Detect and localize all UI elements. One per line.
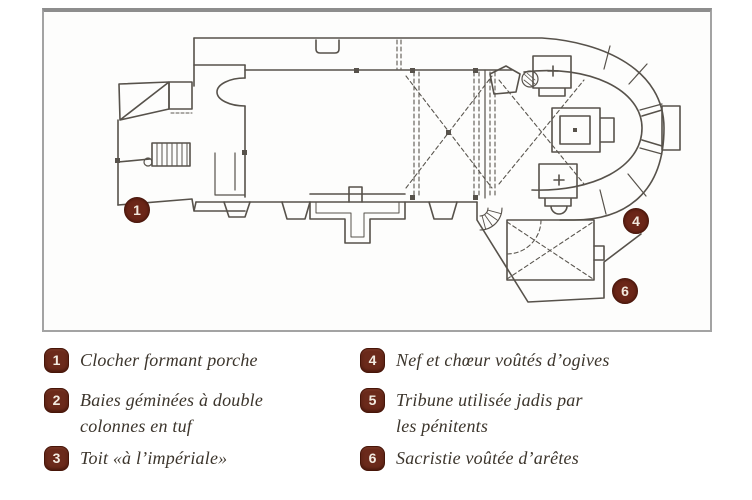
legend-label-1: Clocher formant porche (80, 350, 258, 370)
stair-fan-treads (481, 209, 502, 230)
apse-radials (599, 45, 663, 215)
tower-inner-room (214, 152, 246, 196)
south-porch-tab (348, 186, 363, 203)
legend-badge-3: 3 (44, 446, 69, 471)
legend-label-5: Tribune utilisée jadis par les pénitents (396, 390, 583, 436)
apse-inner-arc (523, 69, 643, 191)
plan-badge-4: 4 (623, 208, 649, 234)
stair-fan-arcs (479, 207, 503, 231)
legend-label-6: Sacristie voûtée d’arêtes (396, 448, 579, 468)
outer-wall-north-apse (193, 37, 665, 221)
tower-upper-room (118, 81, 170, 121)
altar-blocks (551, 107, 615, 153)
east-chapel (641, 105, 681, 151)
south-porch-outline (309, 193, 406, 244)
pulpit-pentagon (489, 65, 521, 95)
dashed-ogives (170, 39, 594, 280)
buttresses (223, 201, 458, 220)
chapel-north (532, 55, 572, 97)
plan-badge-6: 6 (612, 278, 638, 304)
west-niche-arc (216, 77, 246, 107)
legend-label-4: Nef et chœur voûtés d’ogives (396, 350, 610, 370)
tower-square-room (168, 81, 193, 110)
plan-badge-1: 1 (124, 197, 150, 223)
legend-item-2: 2 Baies géminées à double colonnes en tu… (44, 387, 263, 439)
sacristy-groin-vault (506, 221, 594, 280)
sacristy-bump (593, 245, 605, 261)
altar-dot (573, 128, 577, 132)
tower-stair-outline (151, 142, 191, 167)
legend-badge-1: 1 (44, 348, 69, 373)
ogive-x-choir (498, 79, 585, 185)
pier-circle (521, 70, 539, 88)
legend-item-5: 5 Tribune utilisée jadis par les péniten… (360, 387, 583, 439)
legend-badge-5: 5 (360, 388, 385, 413)
legend-badge-2: 2 (44, 388, 69, 413)
legend-item-1: 1 Clocher formant porche (44, 347, 258, 373)
stair-newel (143, 157, 153, 167)
floor-plan-panel: 1 4 6 (42, 8, 712, 332)
south-porch-inner (315, 201, 400, 238)
chapel-south (538, 163, 578, 215)
southeast-envelope (476, 201, 642, 303)
legend-badge-4: 4 (360, 348, 385, 373)
ogive-x-nave (405, 75, 493, 189)
pier-hatch (523, 72, 536, 88)
legend-item-6: 6 Sacristie voûtée d’arêtes (360, 445, 579, 471)
legend-label-3: Toit «à l’impériale» (80, 448, 228, 468)
legend-label-2: Baies géminées à double colonnes en tuf (80, 390, 264, 436)
tower-stair-treads (156, 142, 188, 167)
legend-badge-6: 6 (360, 446, 385, 471)
legend-item-3: 3 Toit «à l’impériale» (44, 445, 227, 471)
church-floor-plan-drawing (115, 37, 681, 303)
legend-item-4: 4 Nef et chœur voûtés d’ogives (360, 347, 610, 373)
sacristy-room (506, 219, 595, 281)
north-wall-tab (315, 39, 340, 54)
sacristy-door-swing (506, 219, 542, 255)
